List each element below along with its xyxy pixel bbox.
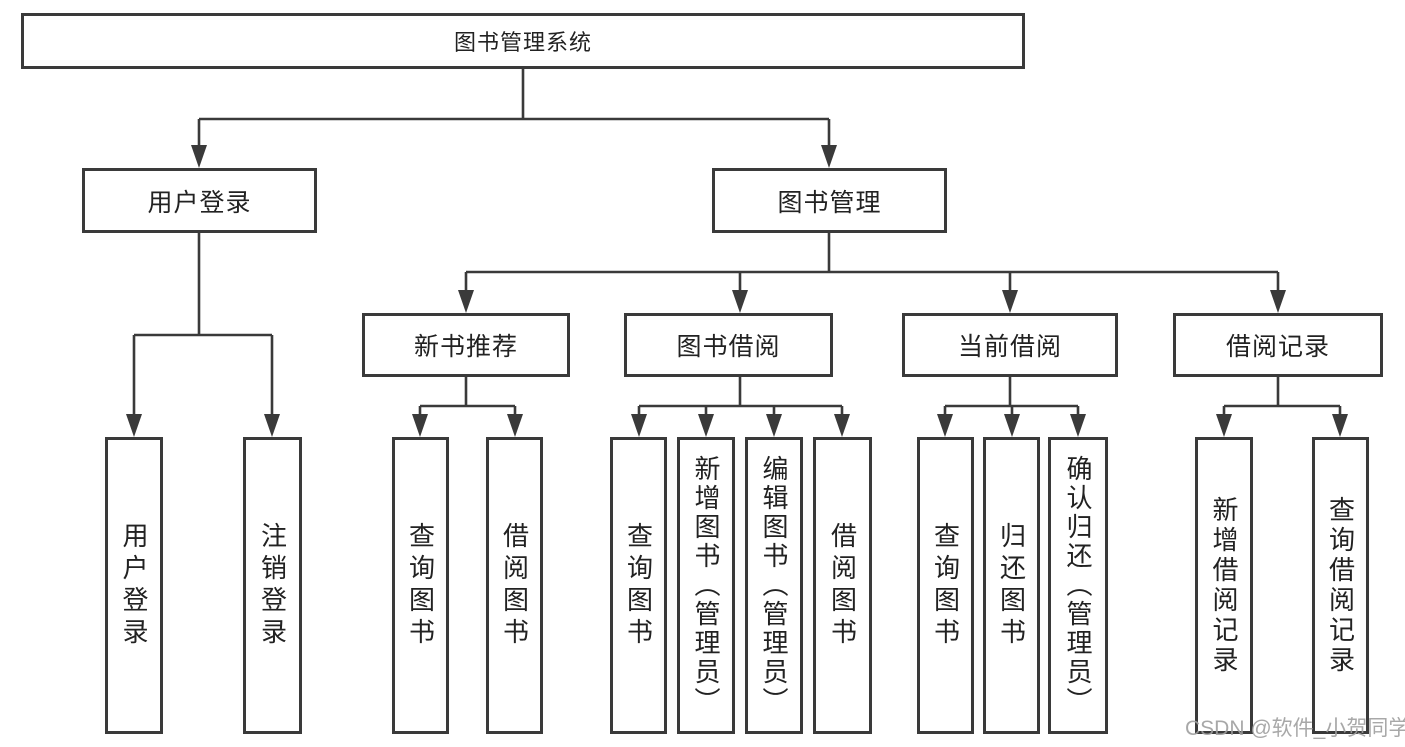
arrowhead (834, 414, 850, 437)
leaf-query-books-recommend: 查询图书 (392, 437, 449, 734)
node-label: 查询图书 (930, 521, 961, 650)
arrowhead (821, 145, 837, 168)
arrowhead (937, 414, 953, 437)
node-new-book-recommend: 新书推荐 (362, 313, 570, 377)
leaf-add-books-admin: 新增图书（管理员） (677, 437, 735, 734)
leaf-borrow-books-borrowing: 借阅图书 (813, 437, 872, 734)
leaf-confirm-return-admin: 确认归还（管理员） (1048, 437, 1108, 734)
leaf-query-books-current: 查询图书 (917, 437, 974, 734)
node-user-login: 用户登录 (82, 168, 317, 233)
node-label: 当前借阅 (957, 333, 1062, 361)
node-label: 借阅图书 (499, 521, 530, 650)
leaf-return-books: 归还图书 (983, 437, 1040, 734)
node-label: 图书管理系统 (453, 30, 592, 55)
node-label: 借阅记录 (1225, 333, 1330, 361)
arrowhead (458, 290, 474, 313)
node-library-system: 图书管理系统 (21, 13, 1025, 69)
node-label: 编辑图书（管理员） (759, 455, 789, 716)
node-label: 注销登录 (257, 521, 288, 650)
node-label: 确认归还（管理员） (1063, 455, 1093, 716)
node-label: 查询图书 (623, 521, 654, 650)
arrowhead (1004, 414, 1020, 437)
leaf-query-books-borrowing: 查询图书 (610, 437, 667, 734)
arrowhead (766, 414, 782, 437)
node-label: 查询图书 (405, 521, 436, 650)
arrowhead (126, 414, 142, 437)
arrowhead (698, 414, 714, 437)
arrowhead (732, 290, 748, 313)
node-borrowing-records: 借阅记录 (1173, 313, 1383, 377)
node-label: 图书管理 (777, 188, 882, 217)
leaf-add-borrow-record: 新增借阅记录 (1195, 437, 1253, 734)
node-label: 新增借阅记录 (1209, 495, 1239, 676)
leaf-logout: 注销登录 (243, 437, 302, 734)
leaf-borrow-books-recommend: 借阅图书 (486, 437, 543, 734)
arrowhead (631, 414, 647, 437)
arrowhead (264, 414, 280, 437)
node-label: 新书推荐 (413, 333, 518, 361)
arrowhead (1216, 414, 1232, 437)
leaf-edit-books-admin: 编辑图书（管理员） (745, 437, 803, 734)
leaf-query-borrow-record: 查询借阅记录 (1312, 437, 1369, 734)
node-label: 用户登录 (119, 521, 149, 650)
arrowhead (412, 414, 428, 437)
arrowhead (1270, 290, 1286, 313)
tree-edges (126, 69, 1348, 437)
arrowhead (507, 414, 523, 437)
node-label: 查询借阅记录 (1325, 495, 1356, 676)
arrowhead (1332, 414, 1348, 437)
node-label: 新增图书（管理员） (691, 455, 721, 716)
csdn-watermark: CSDN @软件_小贺同学 (1185, 717, 1405, 740)
node-book-borrowing: 图书借阅 (624, 313, 833, 377)
node-label: 借阅图书 (827, 521, 858, 650)
leaf-user-login: 用户登录 (105, 437, 163, 734)
node-label: 图书借阅 (676, 333, 781, 361)
arrowhead (1002, 290, 1018, 313)
arrowhead (191, 145, 207, 168)
node-current-borrowing: 当前借阅 (902, 313, 1118, 377)
node-label: 归还图书 (996, 521, 1027, 650)
node-label: 用户登录 (147, 188, 252, 217)
node-book-management: 图书管理 (712, 168, 947, 233)
arrowhead (1070, 414, 1086, 437)
